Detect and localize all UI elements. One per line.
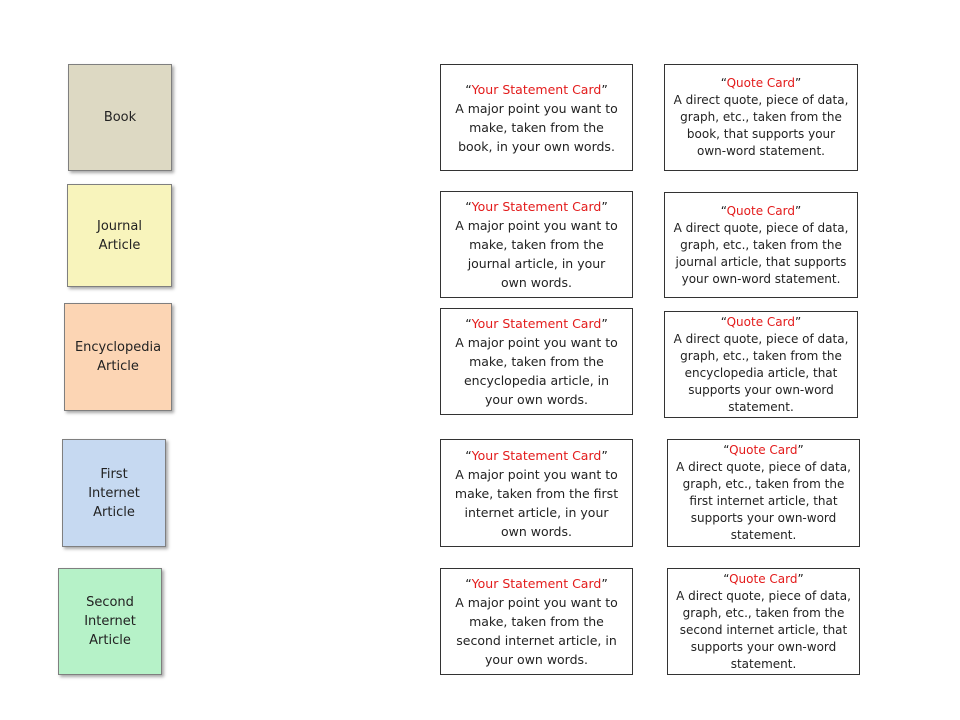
statement-card-title: “Your Statement Card”: [465, 316, 608, 331]
statement-card-body: A major point you want to make, taken fr…: [455, 100, 618, 154]
source-box-book: Book: [68, 64, 172, 171]
source-box-second-internet-article: Second Internet Article: [58, 568, 162, 675]
statement-card-body: A major point you want to make, taken fr…: [455, 595, 618, 667]
statement-card-title: “Your Statement Card”: [465, 81, 608, 97]
quote-card-title: “Quote Card”: [723, 571, 804, 586]
statement-card-title: “Your Statement Card”: [465, 199, 608, 214]
quote-card-first-internet-article: “Quote Card” A direct quote, piece of da…: [667, 439, 860, 547]
quote-card-body: A direct quote, piece of data, graph, et…: [673, 220, 849, 286]
quote-card-title: “Quote Card”: [720, 314, 802, 329]
statement-card-body: A major point you want to make, taken fr…: [454, 466, 619, 539]
source-box-first-internet-article: First Internet Article: [62, 439, 166, 547]
statement-card-encyclopedia-article: “Your Statement Card” A major point you …: [440, 308, 633, 415]
quote-card-body: A direct quote, piece of data, graph, et…: [673, 331, 849, 414]
source-box-encyclopedia-article: Encyclopedia Article: [64, 303, 172, 411]
statement-card-body: A major point you want to make, taken fr…: [455, 218, 618, 290]
statement-card-journal-article: “Your Statement Card” A major point you …: [440, 191, 633, 298]
statement-card-title: “Your Statement Card”: [465, 576, 608, 591]
statement-card-title: “Your Statement Card”: [465, 447, 608, 463]
quote-card-title: “Quote Card”: [720, 203, 802, 218]
quote-card-title: “Quote Card”: [720, 76, 802, 90]
quote-card-book: “Quote Card” A direct quote, piece of da…: [664, 64, 858, 171]
statement-card-first-internet-article: “Your Statement Card” A major point you …: [440, 439, 633, 547]
source-box-journal-article: Journal Article: [67, 184, 172, 287]
quote-card-title: “Quote Card”: [723, 443, 804, 457]
quote-card-body: A direct quote, piece of data, graph, et…: [676, 588, 851, 671]
quote-card-encyclopedia-article: “Quote Card” A direct quote, piece of da…: [664, 311, 858, 418]
quote-card-second-internet-article: “Quote Card” A direct quote, piece of da…: [667, 568, 860, 675]
statement-card-body: A major point you want to make, taken fr…: [455, 335, 618, 407]
quote-card-body: A direct quote, piece of data, graph, et…: [673, 93, 849, 158]
quote-card-journal-article: “Quote Card” A direct quote, piece of da…: [664, 192, 858, 298]
statement-card-second-internet-article: “Your Statement Card” A major point you …: [440, 568, 633, 675]
statement-card-book: “Your Statement Card” A major point you …: [440, 64, 633, 171]
quote-card-body: A direct quote, piece of data, graph, et…: [676, 460, 851, 542]
